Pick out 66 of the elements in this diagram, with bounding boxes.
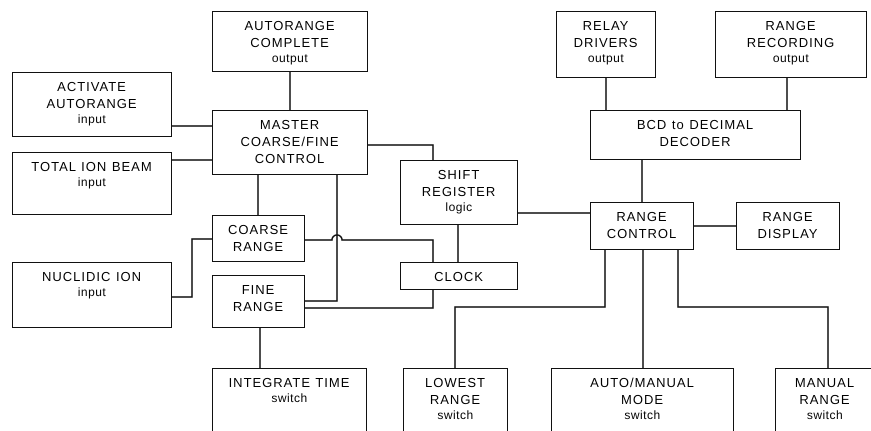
connector-line — [305, 290, 434, 309]
block-title: AUTO/MANUAL MODE — [589, 374, 696, 408]
block-box — [12, 262, 172, 328]
connector-line — [454, 250, 606, 368]
connector-line — [305, 175, 338, 302]
block-title: MASTER COARSE/FINE CONTROL — [239, 116, 341, 167]
connector-line — [305, 234, 434, 262]
block-box — [212, 215, 305, 262]
block-box — [715, 11, 867, 78]
block-box — [736, 202, 840, 250]
block-title: NUCLIDIC ION — [40, 268, 144, 285]
block-box — [12, 152, 172, 215]
block-title: INTEGRATE TIME — [228, 374, 352, 391]
block-title: ACTIVATE AUTORANGE — [45, 78, 139, 112]
connector-line — [368, 144, 434, 160]
block-title: BCD to DECIMAL DECODER — [636, 116, 756, 150]
connector-line — [457, 225, 459, 262]
block-subtitle: input — [78, 112, 106, 126]
block-title: SHIFT REGISTER — [420, 166, 498, 200]
connector-line — [694, 225, 736, 227]
block-subtitle: input — [78, 175, 106, 189]
connector-line — [786, 78, 788, 110]
connector-line — [605, 78, 607, 110]
block-box — [590, 202, 694, 250]
block-subtitle: switch — [271, 391, 308, 405]
connector-line — [259, 328, 261, 368]
block-box — [551, 368, 734, 431]
block-box — [212, 275, 305, 328]
connector-line — [289, 72, 291, 110]
block-subtitle: output — [588, 51, 624, 65]
block-box — [212, 11, 368, 72]
connector-line — [518, 212, 590, 214]
connector-line — [172, 238, 212, 298]
block-subtitle: switch — [806, 408, 844, 422]
block-title: RANGE DISPLAY — [756, 208, 820, 242]
connector-line — [257, 175, 259, 215]
block-box — [212, 368, 367, 431]
connector-line — [677, 250, 829, 368]
block-title: TOTAL ION BEAM — [30, 158, 154, 175]
block-box — [403, 368, 508, 431]
connector-line — [642, 250, 644, 368]
block-title: RANGE RECORDING — [746, 17, 836, 51]
connector-line — [172, 159, 212, 161]
block-box — [775, 368, 871, 431]
block-title: RELAY DRIVERS — [572, 17, 640, 51]
block-box — [400, 262, 518, 290]
block-title: LOWEST RANGE — [424, 374, 487, 408]
block-subtitle: switch — [437, 408, 474, 422]
block-box — [590, 110, 801, 160]
block-title: FINE RANGE — [232, 281, 286, 315]
block-box — [212, 110, 368, 175]
block-box — [556, 11, 656, 78]
block-box — [400, 160, 518, 225]
block-title: MANUAL RANGE — [794, 374, 856, 408]
connector-line — [641, 160, 643, 202]
block-subtitle: output — [772, 51, 810, 65]
block-box — [12, 72, 172, 137]
block-title: RANGE CONTROL — [606, 208, 678, 242]
block-title: CLOCK — [433, 268, 485, 285]
connector-line — [172, 125, 212, 127]
block-subtitle: input — [78, 285, 106, 299]
block-subtitle: logic — [445, 200, 473, 214]
block-subtitle: switch — [624, 408, 661, 422]
block-title: AUTORANGE COMPLETE — [243, 17, 337, 51]
block-title: COARSE RANGE — [227, 221, 290, 255]
block-subtitle: output — [272, 51, 308, 65]
